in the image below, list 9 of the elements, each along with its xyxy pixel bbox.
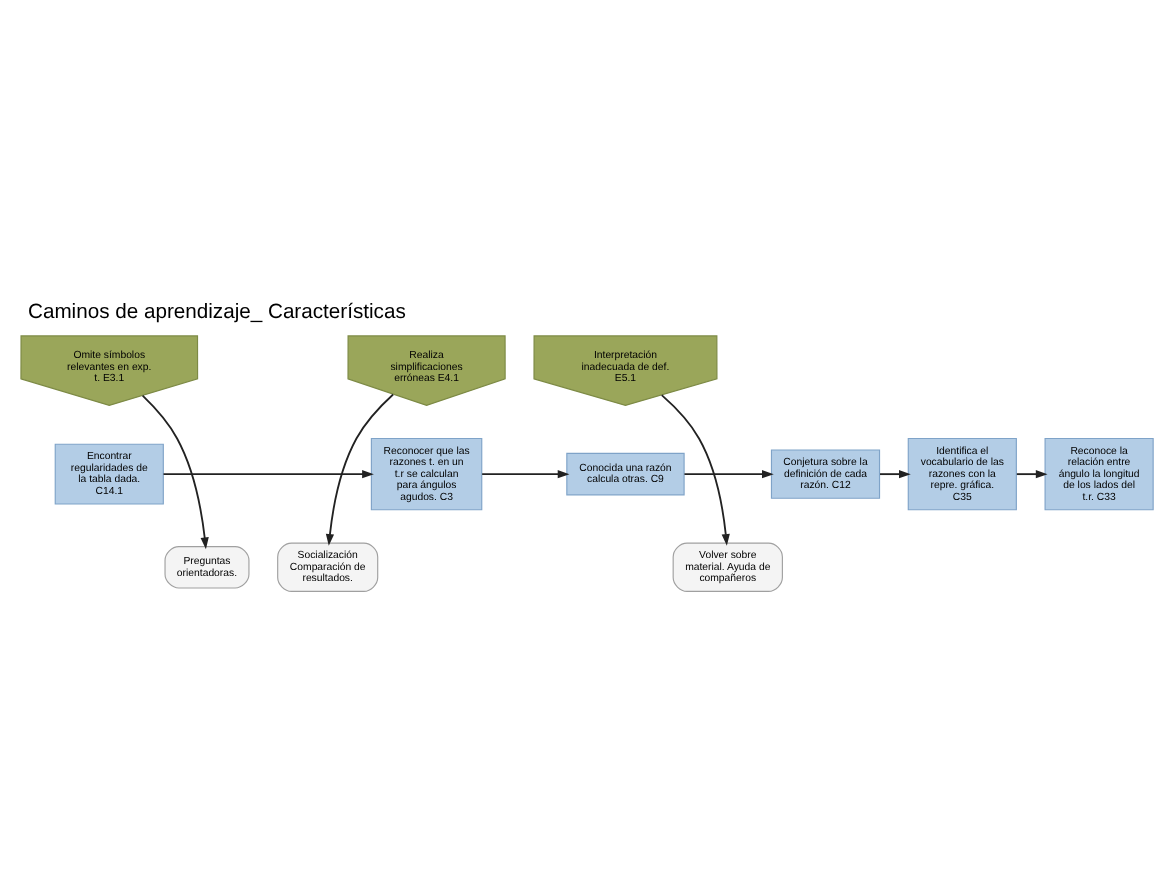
arrow [1015,470,1048,479]
arrow [141,394,209,550]
arrow [879,470,911,479]
diagram-title: Caminos de aprendizaje_ Características [27,301,406,324]
arrow [481,470,570,479]
arrow [162,470,374,479]
arrow [683,470,774,479]
arrow [660,394,730,546]
arrow [325,393,394,546]
